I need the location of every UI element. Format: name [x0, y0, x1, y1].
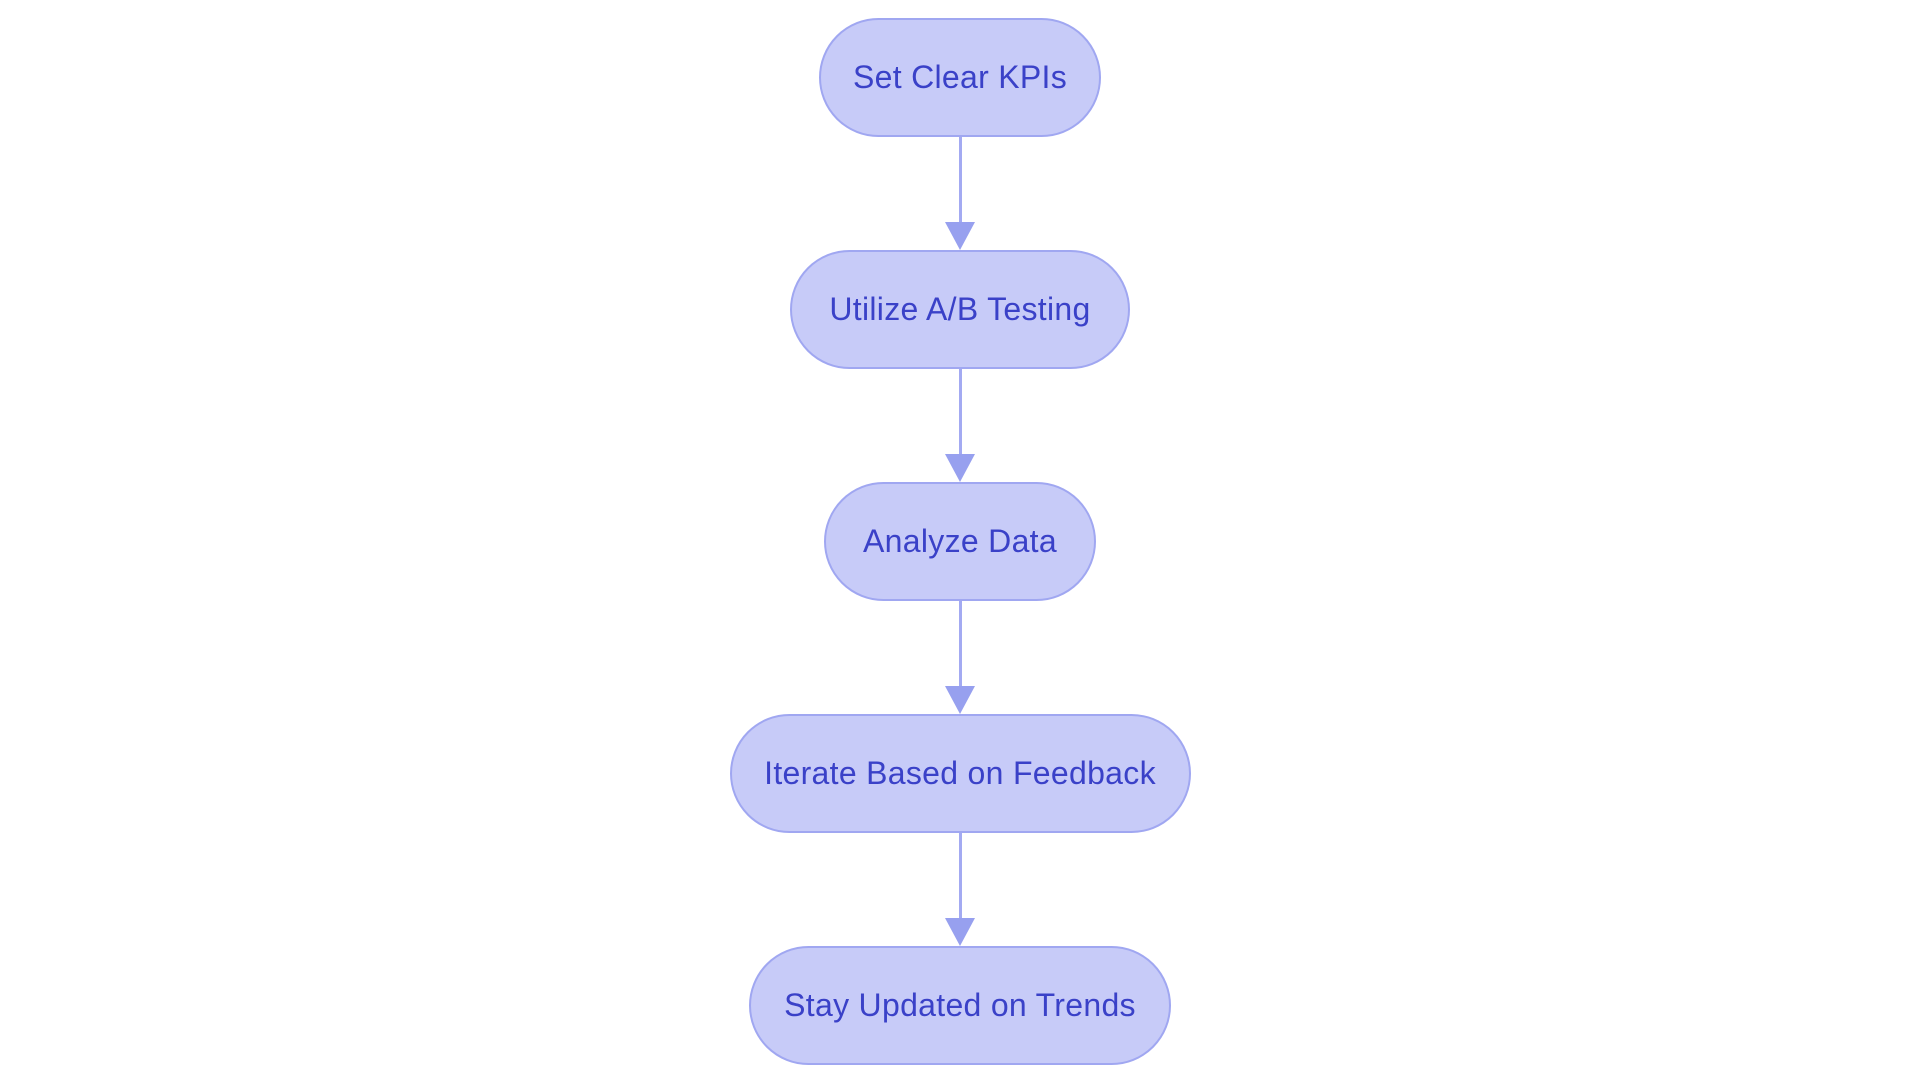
flow-node-utilize-ab-testing: Utilize A/B Testing: [790, 250, 1130, 369]
flow-node-set-clear-kpis: Set Clear KPIs: [819, 18, 1101, 137]
flow-edge-3: [945, 601, 975, 714]
flowchart: Set Clear KPIs Utilize A/B Testing Analy…: [0, 18, 1920, 1065]
flow-node-label: Set Clear KPIs: [852, 59, 1068, 95]
flow-edge-4: [945, 833, 975, 946]
arrow-line: [958, 601, 962, 686]
flow-edge-2: [945, 369, 975, 482]
arrow-head-icon: [945, 918, 975, 946]
flow-node-stay-updated-on-trends: Stay Updated on Trends: [749, 946, 1171, 1065]
arrow-line: [958, 137, 962, 222]
flow-node-label: Utilize A/B Testing: [829, 291, 1091, 327]
flow-edge-1: [945, 137, 975, 250]
flow-node-iterate-based-on-feedback: Iterate Based on Feedback: [729, 714, 1191, 833]
flow-node-label: Analyze Data: [863, 523, 1057, 559]
flow-node-analyze-data: Analyze Data: [824, 482, 1096, 601]
arrow-head-icon: [945, 454, 975, 482]
arrow-line: [958, 369, 962, 454]
flow-node-label: Stay Updated on Trends: [784, 987, 1136, 1023]
arrow-head-icon: [945, 686, 975, 714]
arrow-line: [958, 833, 962, 918]
flow-node-label: Iterate Based on Feedback: [764, 755, 1156, 791]
arrow-head-icon: [945, 222, 975, 250]
